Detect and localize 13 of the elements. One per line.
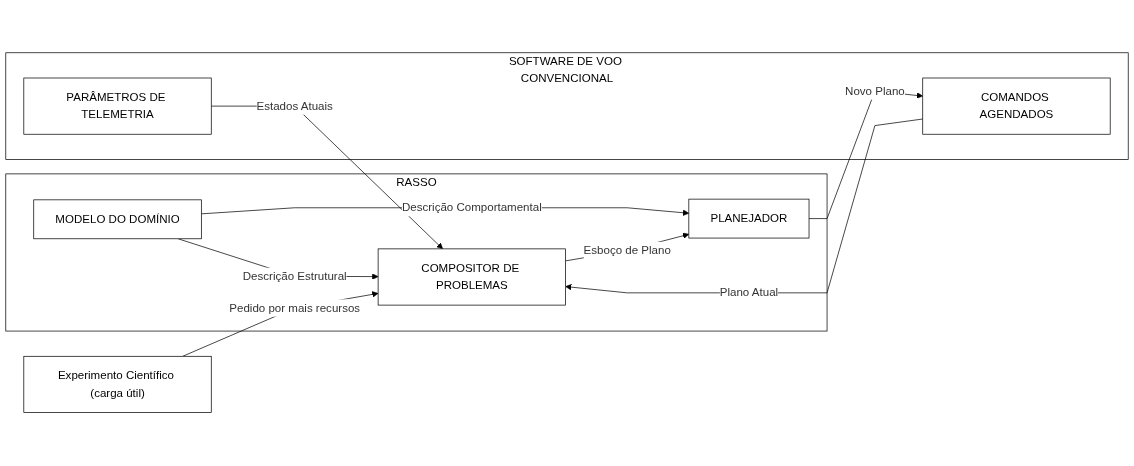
node-box: Experimento Científico (carga útil): [23, 356, 212, 414]
edge-label: Descrição Comportamental: [401, 201, 542, 214]
edge-label: Estados Atuais: [256, 99, 333, 113]
edge-label: Plano Atual: [719, 286, 779, 299]
node-box: COMPOSITOR DE PROBLEMAS: [377, 248, 566, 306]
edge-label: Esboço de Plano: [583, 244, 671, 257]
node-box: MODELO DO DOMÍNIO: [33, 199, 202, 240]
edge-label: Descrição Estrutural: [242, 270, 347, 283]
node-box: COMANDOS AGENDADOS: [922, 78, 1111, 135]
node-box: PLANEJADOR: [688, 199, 810, 239]
edge-label: Novo Plano: [845, 84, 905, 98]
edge-label: Pedido por mais recursos: [229, 301, 361, 315]
node-box: PARÂMETROS DE TELEMETRIA: [23, 78, 212, 135]
